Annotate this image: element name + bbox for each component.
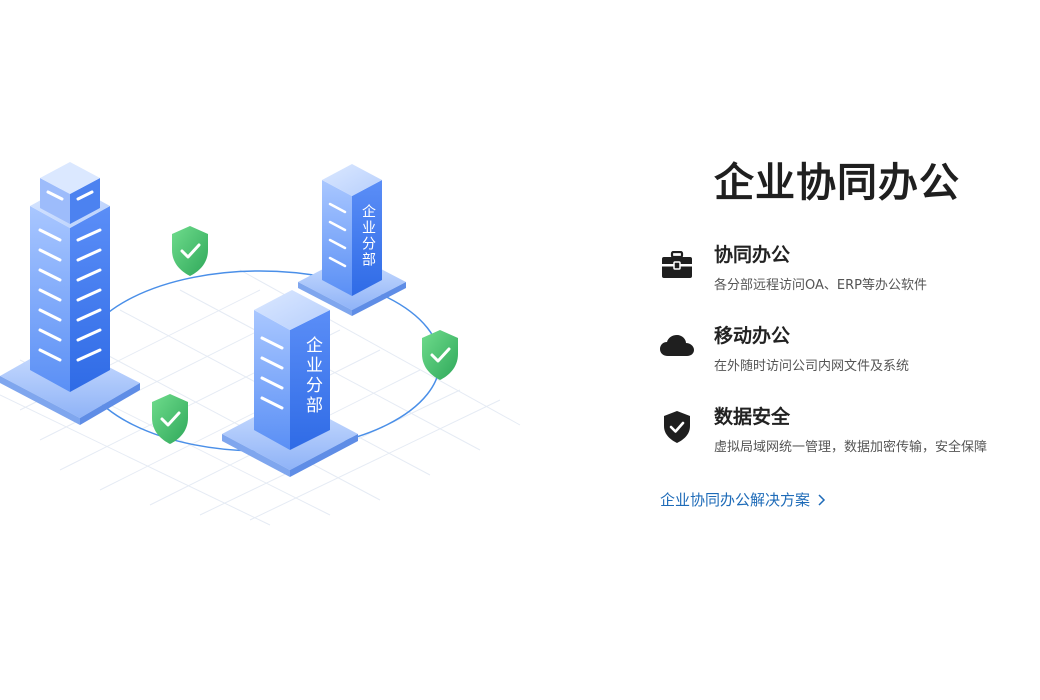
content-panel: 企业协同办公 协同办公 各分部远程访问OA、ERP等办公软件 [660,150,1020,510]
feature-item-mobile: 移动办公 在外随时访问公司内网文件及系统 [660,323,1020,374]
feature-title: 移动办公 [714,325,791,347]
solution-link[interactable]: 企业协同办公解决方案 [660,489,826,510]
feature-item-security: 数据安全 虚拟局域网统一管理，数据加密传输，安全保障 [660,404,1020,455]
briefcase-icon [660,248,694,282]
shield-check-icon [422,330,458,380]
network-illustration: 企业分部 企业分部 [0,162,521,526]
feature-title: 数据安全 [714,406,791,428]
chevron-right-icon [818,493,826,506]
feature-title: 协同办公 [714,244,791,266]
page-title: 企业协同办公 [714,160,960,206]
shield-check-icon [152,394,188,444]
building-small-label: 企业分部 [360,203,376,268]
building-branch-small: 企业分部 [298,164,406,316]
feature-desc: 虚拟局域网统一管理，数据加密传输，安全保障 [714,440,988,455]
solution-link-label: 企业协同办公解决方案 [660,491,811,509]
building-front-label: 企业分部 [302,336,323,416]
building-branch-front: 企业分部 [222,290,358,477]
feature-desc: 在外随时访问公司内网文件及系统 [714,359,910,374]
cloud-icon [660,329,694,363]
building-tall [0,162,140,425]
shield-check-icon [172,226,208,276]
shield-check-icon [660,410,694,444]
feature-item-collab: 协同办公 各分部远程访问OA、ERP等办公软件 [660,242,1020,293]
feature-desc: 各分部远程访问OA、ERP等办公软件 [714,278,927,293]
